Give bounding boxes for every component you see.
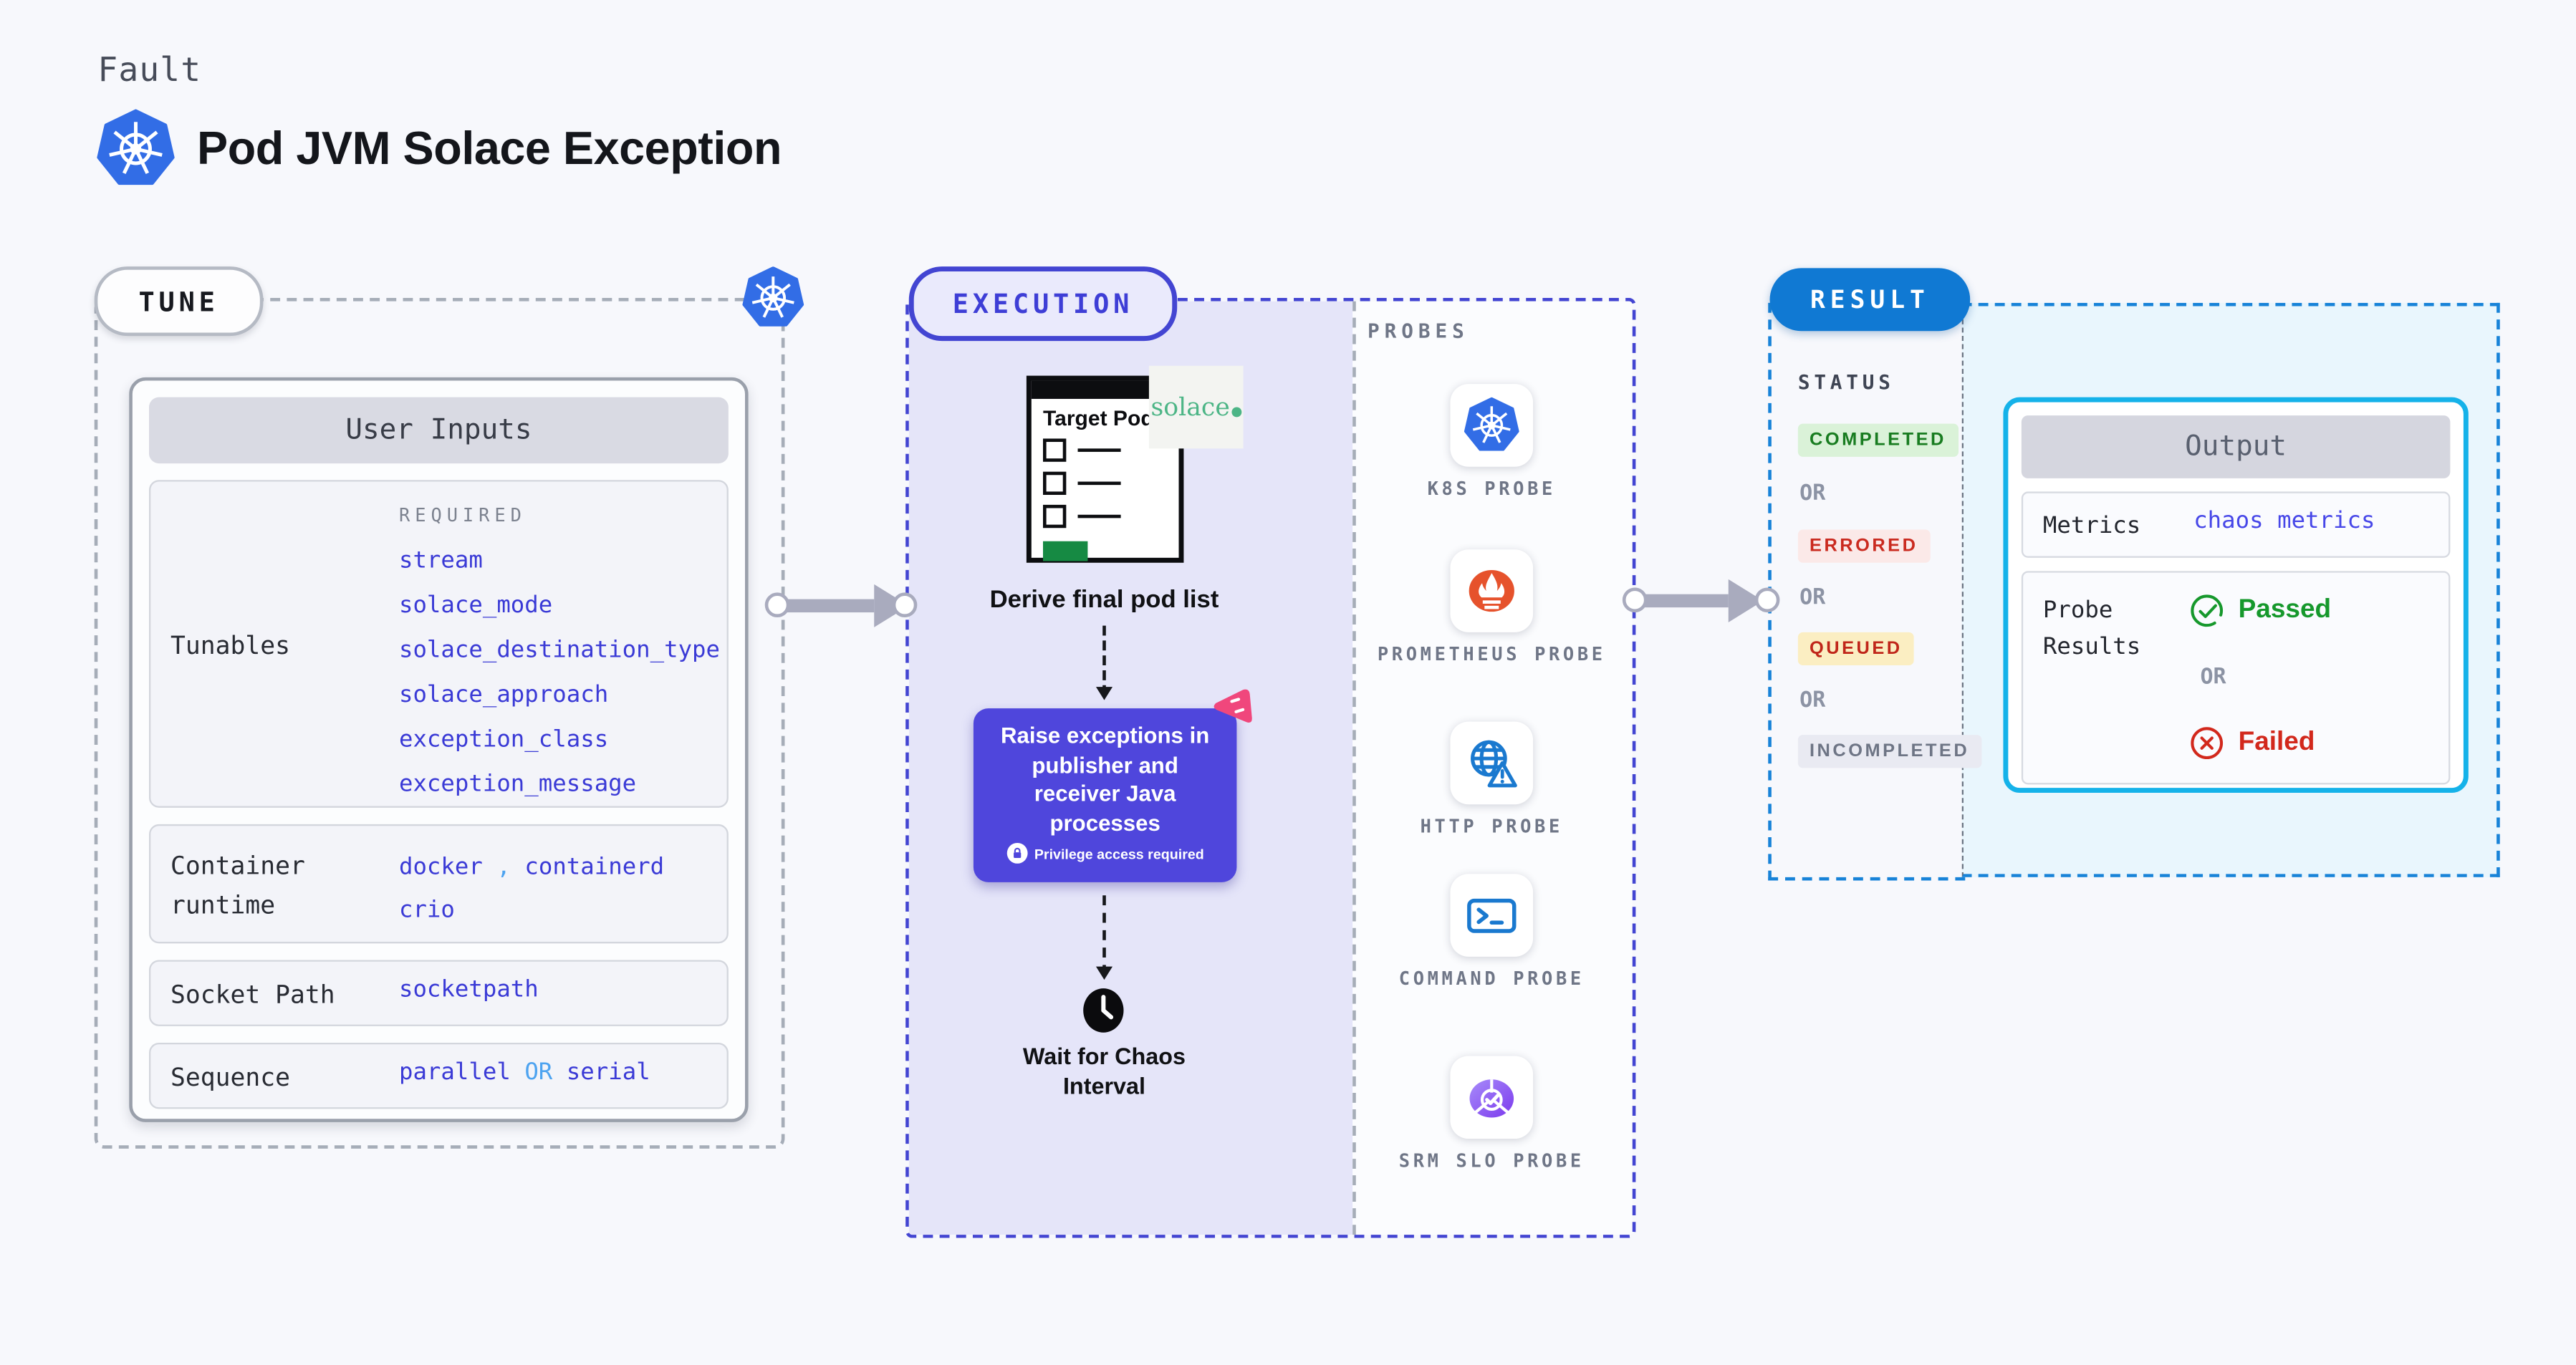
probe-label: K8S PROBE [1427,478,1556,500]
kubernetes-icon [741,266,804,329]
runtime-value: docker [398,854,483,881]
sequence-label: Sequence [170,1062,291,1093]
solace-logo-dot [1231,407,1242,418]
privilege-note: Privilege access required [1034,844,1204,862]
required-label: REQUIRED [398,504,527,526]
probe-card [1450,874,1534,957]
clock-icon [1080,986,1128,1034]
metrics-value: chaos metrics [2193,508,2375,535]
status-badge: INCOMPLETED [1797,735,1981,768]
tunables-label: Tunables [170,630,291,661]
tunable-value: stream [398,547,483,574]
list-line [1077,448,1121,453]
status-title: STATUS [1797,370,1895,395]
probe-label: HTTP PROBE [1420,816,1563,838]
metrics-row: Metrics chaos metrics [2021,491,2451,558]
status-badge: COMPLETED [1797,423,1959,457]
or-separator: OR [1799,688,1826,714]
execution-tag: EXECUTION [908,266,1178,342]
down-arrow [1095,895,1113,980]
probe-label: COMMAND PROBE [1398,968,1585,990]
failed-label: Failed [2238,728,2315,757]
status-badge: ERRORED [1797,529,1930,563]
container-runtime-label: Container runtime [170,850,305,920]
user-inputs-card: User Inputs Tunables REQUIRED stream sol… [129,377,749,1122]
runtime-value: crio [398,897,455,924]
srm-slo-icon [1462,1068,1522,1127]
output-title: Output [2021,415,2451,478]
tunable-value: exception_class [398,726,609,753]
list-line [1077,514,1121,518]
action-step-text: Raise exceptions in publisher and receiv… [1000,723,1210,835]
probe-card [1450,721,1534,805]
sequence-or: OR [524,1059,553,1086]
check-circle-icon [2188,592,2225,629]
flow-arrow [778,584,909,627]
solace-logo: solace [1148,365,1244,449]
list-line [1077,481,1121,486]
or-separator: OR [1799,586,1826,611]
window-button [1042,541,1088,561]
fault-eyebrow: Fault [97,49,202,90]
passed-label: Passed [2238,595,2332,624]
wait-step-label: Wait for Chaos Interval [1022,1042,1186,1099]
lock-icon [1006,842,1028,864]
globe-warning-icon [1464,735,1520,791]
status-badge: QUEUED [1797,632,1914,666]
tunable-value: solace_mode [398,592,553,619]
probe-card [1450,1056,1534,1139]
or-separator: OR [1799,481,1826,507]
probes-title: PROBES [1367,319,1469,343]
kubernetes-icon [96,110,176,189]
connector-dot [892,592,918,618]
checkbox-icon [1042,438,1067,462]
user-inputs-title: User Inputs [148,397,729,464]
socket-path-row: Socket Path socketpath [148,960,729,1026]
tune-section-box [94,297,785,1149]
sequence-value: parallel [398,1059,511,1086]
solace-logo-text: solace [1150,392,1230,423]
probe-label: PROMETHEUS PROBE [1377,644,1606,666]
derive-step-label: Derive final pod list [989,586,1219,614]
x-circle-icon [2188,725,2225,761]
output-card: Output Metrics chaos metrics Probe Resul… [2003,397,2469,794]
probe-card [1450,384,1534,467]
page-title: Pod JVM Solace Exception [197,122,782,174]
chaos-module-icon [1210,688,1253,731]
down-arrow [1095,625,1113,700]
result-tag: RESULT [1769,268,1971,332]
probe-card [1450,549,1534,632]
flow-arrow [1635,579,1764,622]
probe-results-row: Probe Results Passed OR Failed [2021,571,2451,785]
target-pods-title: Target Pods [1042,405,1166,430]
terminal-icon [1464,887,1520,944]
connector-dot [1754,587,1780,613]
probe-results-label: Probe Results [2042,597,2141,661]
connector-dot [1622,587,1648,613]
probe-label: SRM SLO PROBE [1398,1150,1585,1172]
sequence-row: Sequence parallel OR serial [148,1042,729,1109]
action-step-box: Raise exceptions in publisher and receiv… [973,708,1237,882]
socket-path-value: socketpath [398,976,539,1003]
checkbox-icon [1042,504,1067,529]
tune-tag: TUNE [94,266,264,337]
metrics-label: Metrics [2042,513,2141,540]
tunable-value: exception_message [398,771,637,798]
container-runtime-row: Container runtime docker , containerd cr… [148,824,729,944]
kubernetes-icon [1464,397,1520,454]
prometheus-icon [1462,561,1522,620]
comma-separator: , [496,854,511,881]
runtime-value: containerd [524,854,665,881]
connector-dot [764,592,790,618]
tunable-value: solace_destination_type [398,637,721,664]
sequence-value: serial [566,1059,650,1086]
or-separator: OR [2200,665,2226,690]
tunables-row: Tunables REQUIRED stream solace_mode sol… [148,480,729,808]
checkbox-icon [1042,471,1067,496]
tunable-value: solace_approach [398,682,609,709]
socket-path-label: Socket Path [170,980,335,1010]
